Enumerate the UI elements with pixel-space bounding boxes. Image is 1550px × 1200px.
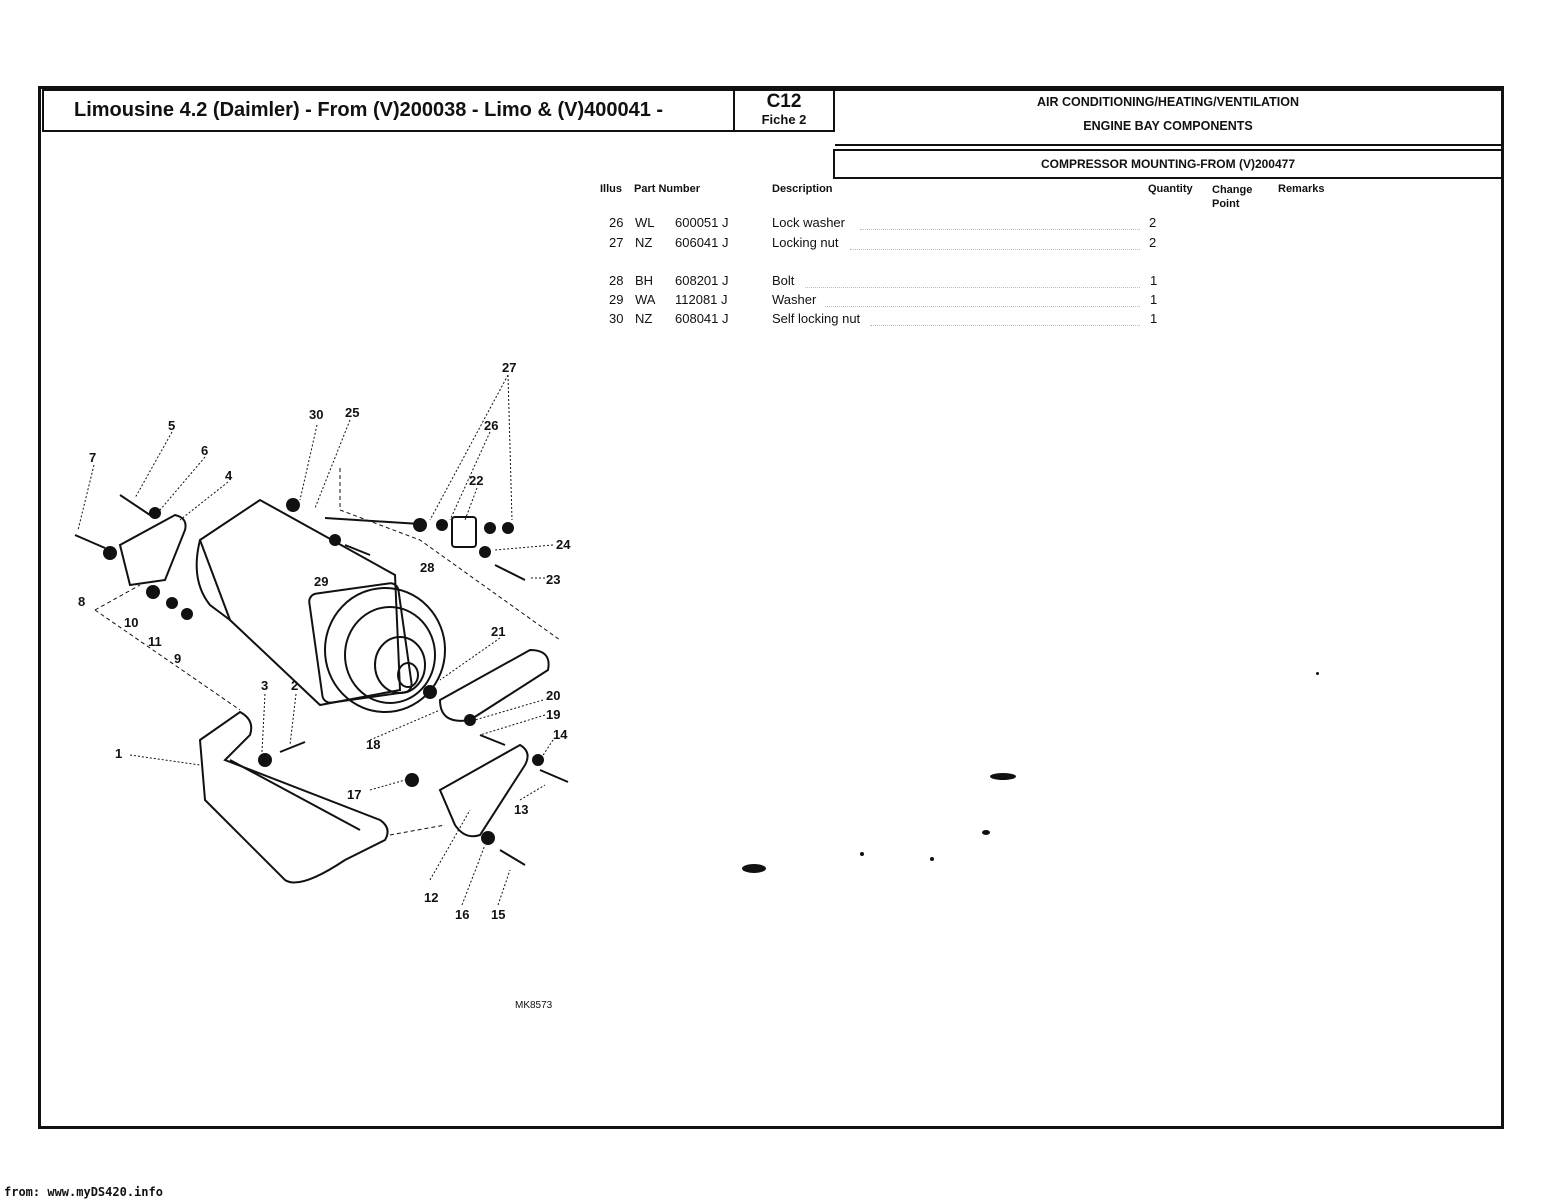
callout-13: 13 [514, 802, 528, 817]
row-quantity: 1 [1150, 311, 1158, 326]
page-title: Limousine 4.2 (Daimler) - From (V)200038… [74, 99, 664, 121]
callout-5: 5 [168, 418, 175, 433]
scan-speck [742, 864, 766, 873]
title-box: Limousine 4.2 (Daimler) - From (V)200038… [42, 89, 735, 132]
callout-28: 28 [420, 560, 434, 575]
row-description: Bolt [772, 273, 795, 288]
row-quantity: 2 [1149, 215, 1157, 230]
section-box: AIR CONDITIONING/HEATING/VENTILATION ENG… [835, 89, 1503, 146]
row-description: Washer [772, 292, 817, 307]
leader-dots [870, 325, 1140, 326]
scan-speck [982, 830, 990, 835]
callout-11: 11 [148, 634, 162, 649]
row-illus: 28 [609, 273, 624, 288]
row-number: 112081 J [675, 292, 728, 307]
row-prefix: BH [635, 273, 654, 288]
callout-23: 23 [546, 572, 560, 587]
row-number: 606041 J [675, 235, 729, 250]
callout-14: 14 [553, 727, 568, 742]
callout-2: 2 [291, 678, 298, 693]
callout-17: 17 [347, 787, 361, 802]
leader-dots [860, 229, 1140, 230]
source-footer: from: www.myDS420.info [4, 1185, 163, 1199]
col-illus: Illus [600, 183, 623, 195]
row-description: Lock washer [772, 215, 845, 230]
row-quantity: 1 [1150, 273, 1158, 288]
callout-21: 21 [491, 624, 505, 639]
row-quantity: 2 [1149, 235, 1157, 250]
callout-29: 29 [314, 574, 328, 589]
callout-30: 30 [309, 407, 323, 422]
diagram-reference: MK8573 [515, 1000, 553, 1011]
scan-speck [990, 773, 1016, 780]
fiche-box: C12 Fiche 2 [735, 89, 835, 132]
row-number: 608201 J [675, 273, 729, 288]
subsection-title: COMPRESSOR MOUNTING-FROM (V)200477 [1040, 157, 1296, 171]
callout-24: 24 [556, 537, 571, 552]
callout-22: 22 [469, 473, 483, 488]
callout-7: 7 [89, 450, 96, 465]
callout-4: 4 [225, 468, 233, 483]
row-illus: 30 [609, 311, 624, 326]
col-part-number: Part Number [634, 183, 701, 195]
callout-12: 12 [424, 890, 438, 905]
row-number: 600051 J [675, 215, 729, 230]
row-prefix: NZ [635, 235, 653, 250]
row-prefix: WL [635, 215, 655, 230]
leader-dots [825, 306, 1140, 307]
col-description: Description [772, 183, 833, 195]
row-number: 608041 J [675, 311, 729, 326]
callout-1: 1 [115, 746, 122, 761]
callout-9: 9 [174, 651, 181, 666]
scan-speck [1316, 672, 1319, 675]
callout-8: 8 [78, 594, 85, 609]
scan-speck [860, 852, 864, 856]
page-frame [38, 86, 1504, 1129]
scan-speck [930, 857, 934, 861]
col-remarks: Remarks [1278, 183, 1325, 195]
callout-25: 25 [345, 405, 359, 420]
leader-dots [805, 287, 1140, 288]
callout-10: 10 [124, 615, 138, 630]
subsection-box: COMPRESSOR MOUNTING-FROM (V)200477 [833, 149, 1503, 179]
callout-19: 19 [546, 707, 560, 722]
callout-3: 3 [261, 678, 268, 693]
row-prefix: NZ [635, 311, 653, 326]
row-illus: 29 [609, 292, 624, 307]
callout-26: 26 [484, 418, 498, 433]
exploded-parts-diagram: 27 30 25 26 5 6 7 4 22 24 23 28 29 8 10 11 9 21 3 2 20 19 14 1 1… [74, 360, 571, 922]
row-description: Self locking nut [772, 311, 861, 326]
fiche-label: Fiche 2 [761, 112, 807, 127]
col-quantity: Quantity [1148, 183, 1193, 195]
callout-6: 6 [201, 443, 208, 458]
col-change-point: Change Point [1212, 184, 1253, 210]
row-description: Locking nut [772, 235, 839, 250]
section-title: AIR CONDITIONING/HEATING/VENTILATION [1036, 95, 1300, 109]
callout-15: 15 [491, 907, 505, 922]
page-code: C12 [766, 91, 802, 112]
row-prefix: WA [635, 292, 656, 307]
row-illus: 27 [609, 235, 624, 250]
row-quantity: 1 [1150, 292, 1158, 307]
callout-20: 20 [546, 688, 560, 703]
callout-16: 16 [455, 907, 469, 922]
callout-18: 18 [366, 737, 380, 752]
callout-27: 27 [502, 360, 516, 375]
section-subtitle: ENGINE BAY COMPONENTS [1083, 119, 1253, 133]
leader-dots [850, 249, 1140, 250]
row-illus: 26 [609, 215, 624, 230]
